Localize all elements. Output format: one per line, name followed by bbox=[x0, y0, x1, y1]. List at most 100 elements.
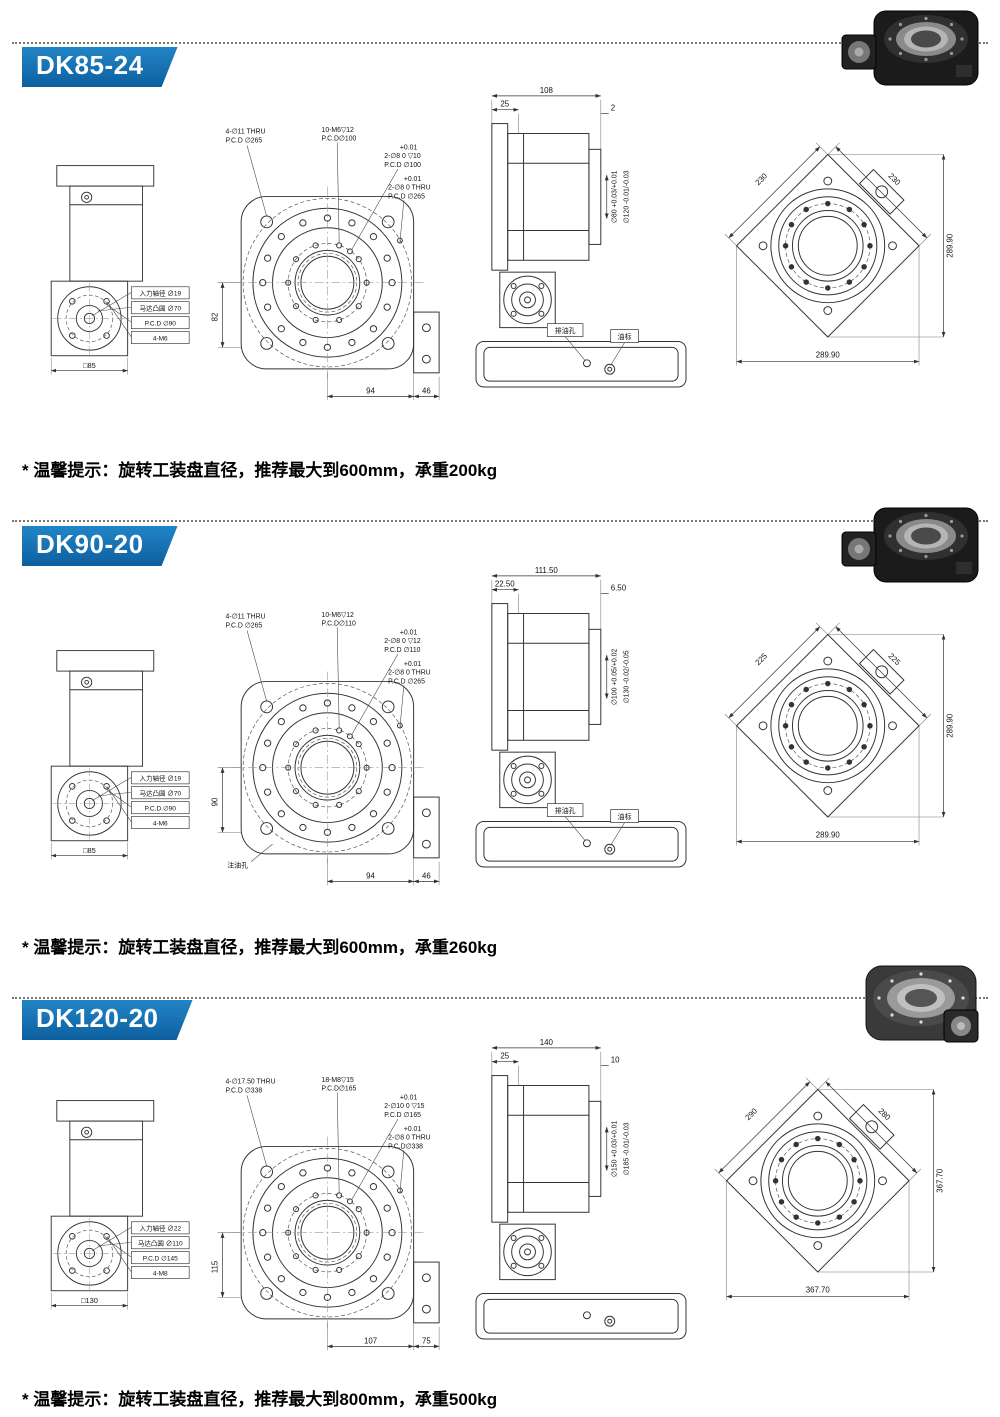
pin-inner-tol: +0.01 bbox=[400, 1094, 418, 1101]
front-view-drawing: 4-∅17.50 THRU P.C.D ∅338 18-M8▽15 P.C.D∅… bbox=[211, 1077, 440, 1351]
dowel-holes bbox=[347, 1187, 403, 1205]
edge-left-dim: 225 bbox=[753, 651, 769, 667]
edge-left-dim: 290 bbox=[743, 1106, 759, 1122]
section-dk85-24: DK85-24 入力轴径 ∅19 马达凸圆 ∅70 P. bbox=[0, 0, 1000, 490]
label-boxes bbox=[131, 1221, 190, 1279]
body-outline bbox=[491, 603, 602, 751]
front-view-drawing: 4-∅11 THRU P.C.D ∅265 10-M6▽12 P.C.D∅110… bbox=[211, 612, 440, 886]
height-dim: 115 bbox=[211, 1260, 220, 1273]
corner-holes bbox=[260, 215, 395, 350]
dowel-holes bbox=[347, 237, 403, 255]
center-lines bbox=[53, 283, 130, 358]
base-square-dim: □85 bbox=[83, 846, 96, 855]
oil-gauge-label: 油标 bbox=[618, 332, 632, 341]
tap-hole-label: 10-M6▽12 bbox=[322, 127, 355, 134]
plate-outline bbox=[240, 195, 440, 374]
oil-fill-leader bbox=[250, 843, 273, 862]
motor-flange bbox=[499, 271, 556, 329]
model-name: DK120-20 bbox=[36, 1003, 159, 1033]
base-housing bbox=[475, 820, 687, 868]
base-square-dim: □130 bbox=[81, 1296, 98, 1305]
motor-bolt-label: 4-M6 bbox=[153, 335, 168, 342]
outer-bolt-ring bbox=[259, 214, 396, 351]
leader-lines bbox=[246, 1092, 405, 1200]
motor-flange bbox=[499, 1223, 556, 1281]
motor-pilot-label: 马达凸圆 ∅70 bbox=[139, 789, 181, 798]
section-dk90-20: DK90-20 入力轴径 ∅19 马达凸圆 ∅70 P.C.D bbox=[0, 490, 1000, 960]
total-width-dim: 111.50 bbox=[535, 566, 559, 575]
bore-small-dim: ∅80 +0.03/+0.01 bbox=[612, 170, 619, 223]
diamond-body bbox=[736, 154, 920, 338]
tap-hole-label: 10-M6▽12 bbox=[322, 612, 355, 619]
oil-gauge-label: 油标 bbox=[618, 812, 632, 821]
leader-lines bbox=[92, 777, 132, 823]
section-view-drawing: 111.50 22.50 6.50 ∅100 +0.05/+0.02 ∅130 … bbox=[475, 566, 687, 868]
motor-pcd-label: P.C.D ∅145 bbox=[143, 1255, 178, 1262]
corner-hole-label: 4-∅17.50 THRU bbox=[225, 1079, 275, 1086]
step-dim: 10 bbox=[611, 1056, 620, 1065]
extension-lines bbox=[217, 767, 440, 886]
overall-height-dim: 289.90 bbox=[945, 713, 954, 738]
base-housing bbox=[475, 340, 687, 388]
overall-height-dim: 367.70 bbox=[935, 1168, 944, 1193]
tap-hole-pcd: P.C.D∅100 bbox=[322, 136, 357, 143]
flange-dim: 25 bbox=[500, 100, 509, 109]
product-photo bbox=[865, 965, 979, 1043]
pin-inner-tol: +0.01 bbox=[400, 144, 418, 151]
corner-hole-pcd: P.C.D ∅338 bbox=[225, 1088, 262, 1095]
bolt-dots bbox=[888, 16, 964, 62]
width-dim-2: 46 bbox=[422, 386, 431, 395]
drain-port-label: 排油孔 bbox=[555, 806, 576, 815]
center-lines bbox=[231, 186, 424, 379]
section-dk120-20: DK120-20 入力轴径 ∅22 马达凸圆 ∅110 P.C bbox=[0, 960, 1000, 1417]
iso-view-drawing: 225 225 289.90 289.90 bbox=[724, 622, 954, 846]
tap-hole-pcd: P.C.D∅110 bbox=[322, 621, 357, 628]
oil-label-boxes bbox=[546, 803, 639, 823]
center-lines bbox=[53, 768, 130, 843]
bolt-dots bbox=[782, 200, 873, 291]
warning-note: * 温馨提示：旋转工装盘直径，推荐最大到600mm，承重200kg bbox=[22, 456, 497, 481]
oil-leaders bbox=[564, 336, 625, 366]
motor-pilot-label: 马达凸圆 ∅110 bbox=[138, 1239, 183, 1248]
model-banner: DK120-20 bbox=[22, 1000, 193, 1040]
iso-view-drawing: 290 280 367.70 367.70 bbox=[714, 1077, 944, 1301]
extension-lines bbox=[491, 99, 602, 150]
input-shaft-label: 入力轴径 ∅22 bbox=[139, 1224, 181, 1233]
outer-bolt-ring bbox=[259, 699, 396, 836]
model-name: DK90-20 bbox=[36, 529, 144, 559]
height-dim: 82 bbox=[211, 313, 220, 322]
width-dim-1: 94 bbox=[366, 386, 375, 395]
oil-leaders bbox=[564, 816, 625, 846]
bore-large-dim: ∅185 -0.01/-0.03 bbox=[624, 1122, 631, 1175]
width-dim-2: 46 bbox=[422, 871, 431, 880]
base-square-dim: □85 bbox=[83, 361, 96, 370]
dotted-separator bbox=[12, 520, 988, 522]
diamond-body bbox=[736, 634, 920, 818]
plate-outline bbox=[240, 680, 440, 859]
leader-lines bbox=[246, 627, 405, 735]
center-lines bbox=[53, 1218, 130, 1293]
warning-note: * 温馨提示：旋转工装盘直径，推荐最大到800mm，承重500kg bbox=[22, 1385, 497, 1410]
iso-view-drawing: 230 230 289.90 289.90 bbox=[724, 142, 954, 366]
label-boxes bbox=[131, 286, 190, 344]
section-view-drawing: 108 25 2 ∅80 +0.03/+0.01 ∅120 -0.01/-0.0… bbox=[475, 86, 687, 388]
leader-lines bbox=[246, 142, 405, 250]
pin-outer-tol: +0.01 bbox=[404, 661, 422, 668]
bolt-dots bbox=[772, 1135, 863, 1226]
total-width-dim: 108 bbox=[540, 86, 554, 95]
warning-note: * 温馨提示：旋转工装盘直径，推荐最大到600mm，承重260kg bbox=[22, 933, 497, 958]
pin-inner-tol: +0.01 bbox=[400, 629, 418, 636]
product-photo bbox=[841, 507, 979, 583]
bore-large-dim: ∅120 -0.01/-0.03 bbox=[624, 170, 631, 223]
corner-hole-pcd: P.C.D ∅265 bbox=[225, 623, 262, 630]
bore-small-dim: ∅100 +0.05/+0.02 bbox=[612, 649, 619, 706]
corner-holes bbox=[260, 1165, 395, 1300]
outer-bolt-ring bbox=[259, 1164, 396, 1301]
model-banner: DK85-24 bbox=[22, 47, 178, 87]
input-shaft-label: 入力轴径 ∅19 bbox=[139, 774, 181, 783]
corner-hole-label: 4-∅11 THRU bbox=[225, 614, 265, 621]
overall-width-dim: 289.90 bbox=[816, 351, 841, 360]
left-view-drawing: 入力轴径 ∅22 马达凸圆 ∅110 P.C.D ∅145 4-M8 □130 bbox=[50, 1100, 190, 1310]
motor-pcd-label: P.C.D ∅90 bbox=[145, 805, 177, 812]
step-dim: 6.50 bbox=[611, 584, 627, 593]
